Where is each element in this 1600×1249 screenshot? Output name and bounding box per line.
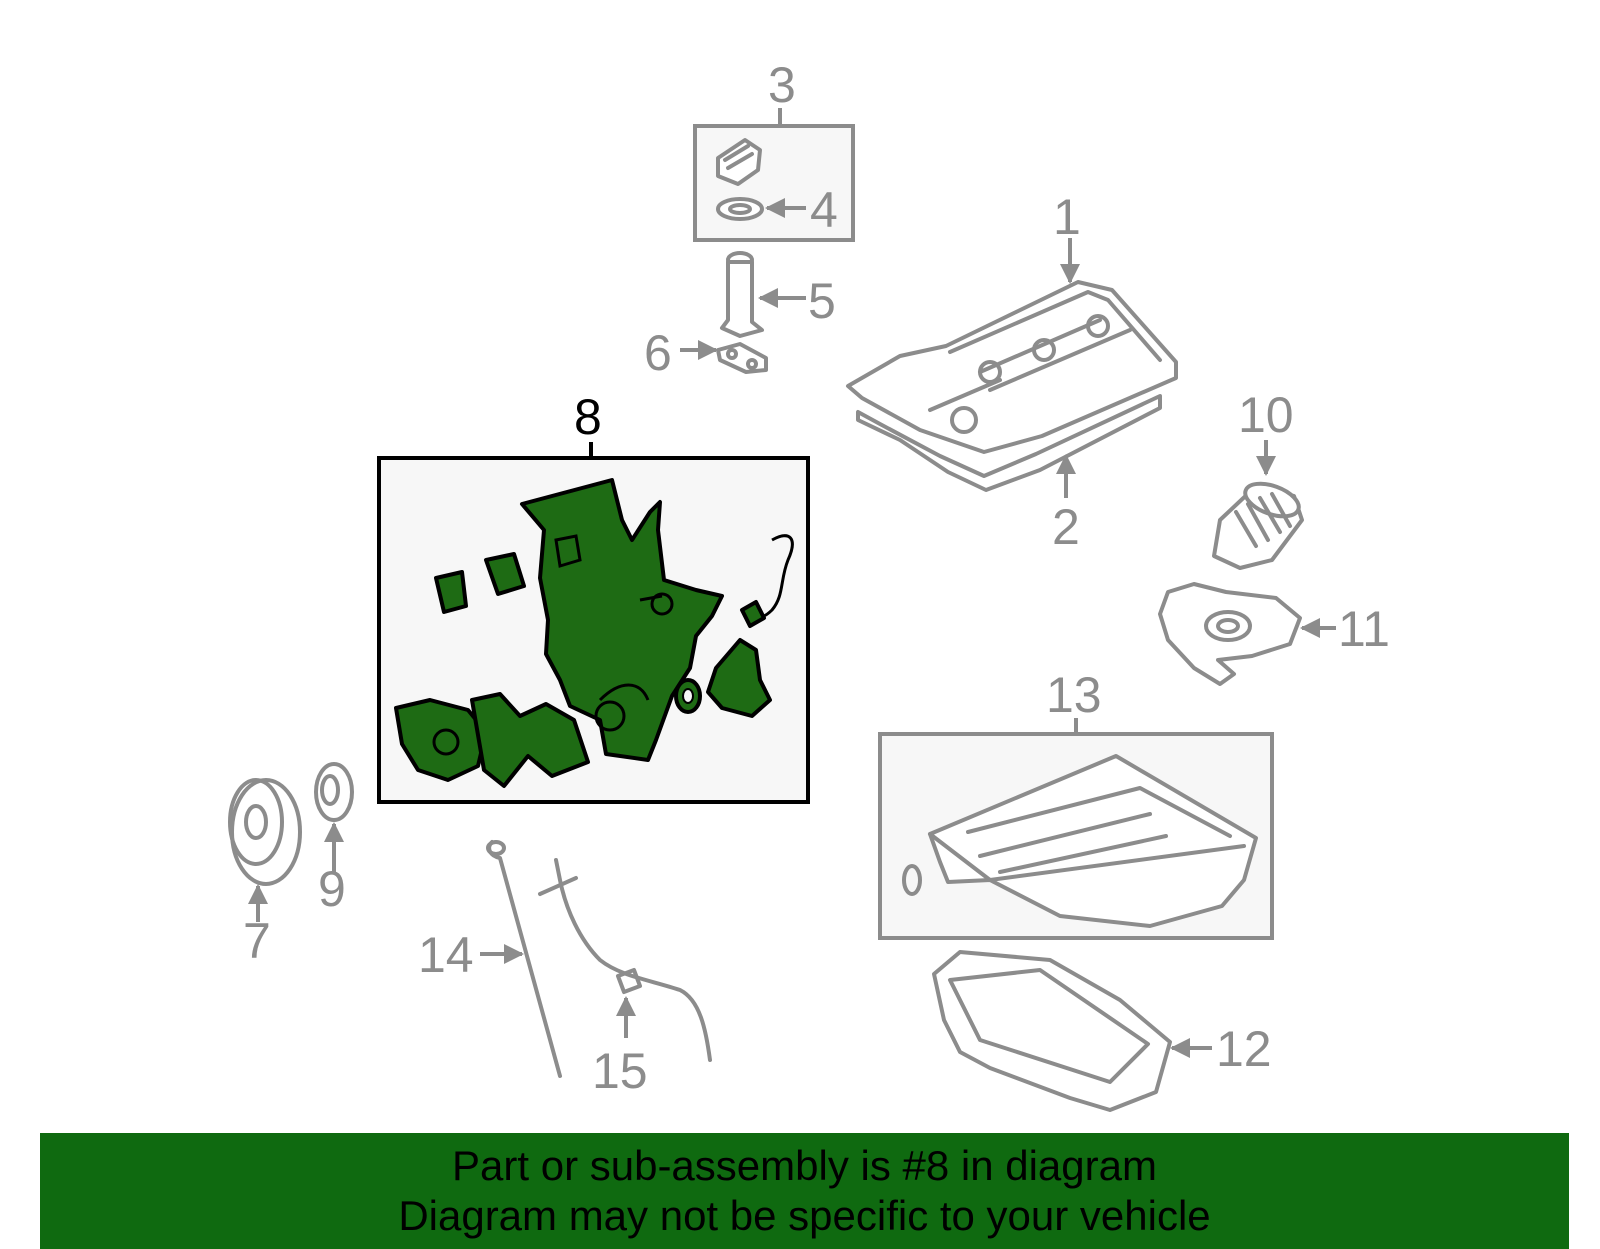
oil-filter-housing[interactable] bbox=[1158, 582, 1336, 686]
callout-6: 6 bbox=[644, 325, 672, 381]
dipstick-guide-tube[interactable] bbox=[538, 858, 712, 1062]
valve-cover-gasket[interactable] bbox=[856, 394, 1162, 498]
info-banner: Part or sub-assembly is #8 in diagram Di… bbox=[40, 1133, 1569, 1249]
banner-line-1: Part or sub-assembly is #8 in diagram bbox=[452, 1142, 1157, 1189]
callout-11: 11 bbox=[1338, 601, 1390, 657]
callout-7: 7 bbox=[243, 913, 271, 969]
filler-cap-gasket[interactable] bbox=[716, 197, 764, 221]
callout-10: 10 bbox=[1238, 387, 1294, 443]
filler-cap-group[interactable] bbox=[693, 108, 855, 242]
callout-15: 15 bbox=[592, 1043, 648, 1099]
valve-cover[interactable] bbox=[846, 238, 1178, 454]
oil-filler-tube[interactable] bbox=[720, 251, 806, 338]
oil-filter[interactable] bbox=[1212, 440, 1304, 570]
oil-pan-lower[interactable] bbox=[932, 950, 1212, 1112]
callout-9: 9 bbox=[318, 861, 346, 917]
crankshaft-seal[interactable] bbox=[314, 762, 354, 872]
group-3-box bbox=[693, 124, 855, 242]
filler-tube-gasket[interactable] bbox=[680, 340, 768, 374]
callout-2: 2 bbox=[1052, 499, 1080, 555]
oil-filler-cap[interactable] bbox=[716, 138, 762, 186]
oil-pan-upper-group[interactable] bbox=[878, 718, 1274, 940]
crankshaft-pulley[interactable] bbox=[228, 778, 302, 922]
callout-14: 14 bbox=[418, 927, 474, 983]
callout-3: 3 bbox=[768, 57, 796, 113]
callout-8: 8 bbox=[574, 389, 602, 445]
timing-cover-assembly[interactable] bbox=[377, 442, 810, 804]
banner-line-2: Diagram may not be specific to your vehi… bbox=[398, 1192, 1211, 1239]
oil-dipstick[interactable] bbox=[480, 840, 562, 1078]
callout-12: 12 bbox=[1216, 1021, 1272, 1077]
callout-1: 1 bbox=[1053, 189, 1081, 245]
callout-5: 5 bbox=[808, 273, 836, 329]
callout-13: 13 bbox=[1046, 667, 1102, 723]
callout-4: 4 bbox=[810, 182, 838, 238]
